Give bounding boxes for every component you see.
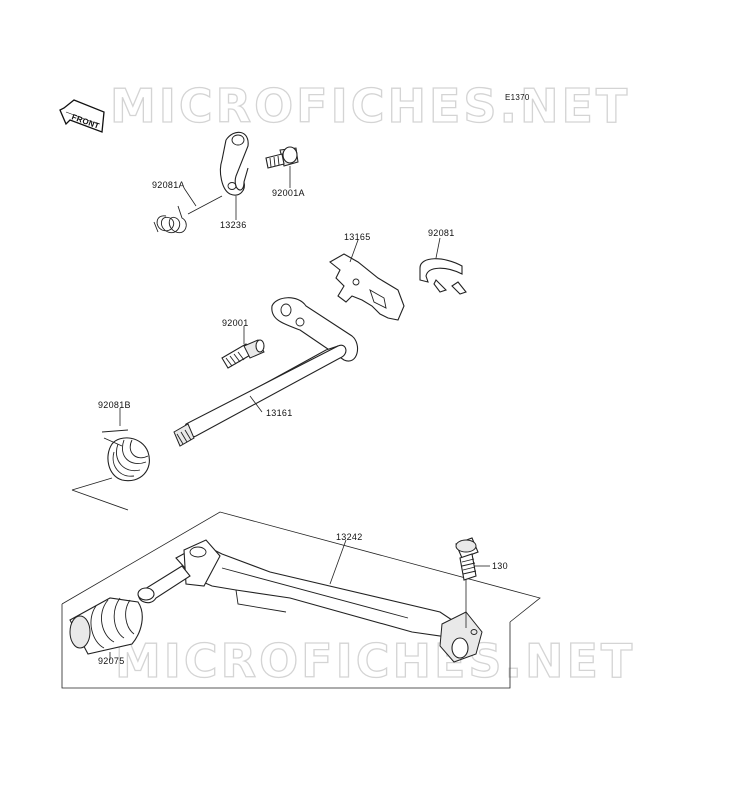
part-label-13161: 13161 xyxy=(266,408,293,418)
part-label-13165: 13165 xyxy=(344,232,371,242)
part-label-13236: 13236 xyxy=(220,220,247,230)
shaft-13161 xyxy=(173,297,359,447)
lever-13236 xyxy=(219,131,249,196)
part-label-92001: 92001 xyxy=(222,318,249,328)
clip-92081 xyxy=(419,258,467,295)
pedal-assembly-frame xyxy=(61,511,541,689)
part-label-92081: 92081 xyxy=(428,228,455,238)
rubber-92075 xyxy=(69,597,143,660)
diagram-code: E1370 xyxy=(505,93,530,102)
spring-92081b xyxy=(71,429,150,511)
watermark-bottom: MICROFICHES.NET xyxy=(115,634,635,688)
leader-13165 xyxy=(349,239,359,263)
plate-13165 xyxy=(329,253,405,321)
part-label-130: 130 xyxy=(492,561,508,571)
bolt-130 xyxy=(455,537,479,581)
spring-92081a xyxy=(153,195,223,234)
leader-13242 xyxy=(329,539,347,585)
part-label-92001a: 92001A xyxy=(272,188,305,198)
leader-92081a xyxy=(183,187,197,207)
pin-92001 xyxy=(221,339,265,369)
part-label-92081b: 92081B xyxy=(98,400,131,410)
pedal-lever-13242 xyxy=(137,539,483,663)
front-direction-arrow: FRONT xyxy=(59,99,105,133)
watermark-top: MICROFICHES.NET xyxy=(110,79,630,133)
part-label-92075: 92075 xyxy=(98,656,125,666)
leader-13161 xyxy=(249,395,263,413)
bolt-92001a xyxy=(265,146,299,169)
leader-92081 xyxy=(435,237,441,259)
part-label-13242: 13242 xyxy=(336,532,363,542)
part-label-92081a: 92081A xyxy=(152,180,185,190)
